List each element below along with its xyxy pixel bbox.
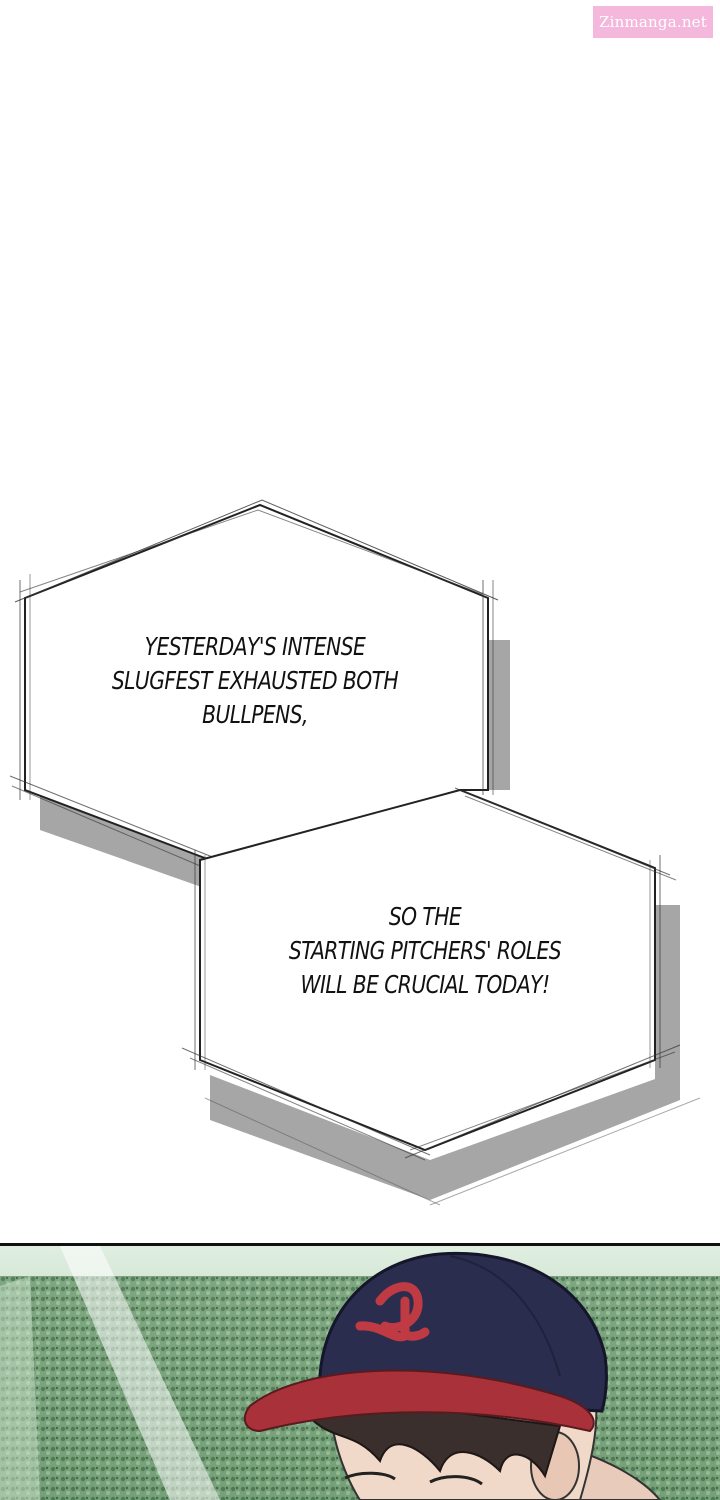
narration-line: WILL BE CRUCIAL TODAY! [300,970,550,999]
player-illustration [0,1246,720,1500]
illustration-panel [0,1243,720,1500]
narration-box-2 [181,787,701,1206]
player-eye-right [429,1475,483,1486]
narration-box-1 [9,499,499,869]
narration-line: STARTING PITCHERS' ROLES [288,936,562,965]
player-hair [298,1394,562,1479]
narration-line: SO THE [388,902,462,931]
narration-line: YESTERDAY'S INTENSE [144,632,366,661]
watermark-badge: Zinmanga.net [593,6,713,38]
player-figure [243,1251,662,1500]
narration-line: BULLPENS, [202,700,308,729]
narration-line: SLUGFEST EXHAUSTED BOTH [111,666,399,695]
light-beam [60,1246,220,1500]
player-eye-left [344,1471,396,1481]
cap-emblem-icon [355,1282,430,1342]
narration-text-2: SO THE STARTING PITCHERS' ROLES WILL BE … [250,900,601,1002]
cap-brim [243,1369,595,1433]
narration-boxes [9,499,701,1206]
narration-text-1: YESTERDAY'S INTENSE SLUGFEST EXHAUSTED B… [80,630,431,732]
